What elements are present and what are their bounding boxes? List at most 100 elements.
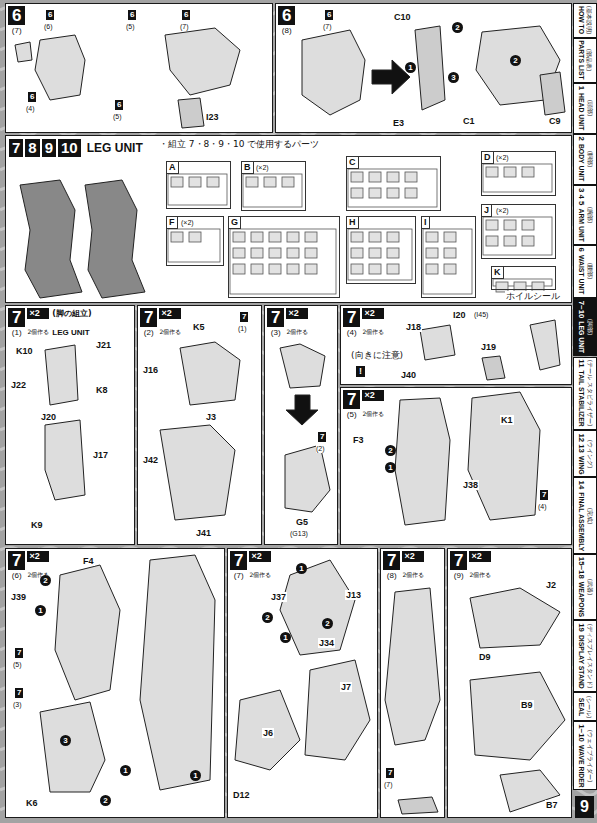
- step-ref: 6: [46, 10, 54, 20]
- part-callout: K8: [95, 385, 109, 395]
- part-callout: C1: [462, 116, 476, 126]
- part-callout: J19: [480, 342, 497, 352]
- part-callout: I23: [205, 112, 220, 122]
- step-panel: 7×2(8)2個作る: [380, 548, 445, 818]
- make-two-note: 2個作る: [249, 571, 271, 579]
- tab-text: (腰部): [586, 263, 593, 280]
- part-callout: J38: [462, 480, 479, 490]
- step-title: (脚の組立): [51, 308, 92, 319]
- parts-sheet: G: [228, 216, 340, 298]
- part-drawing: [302, 30, 365, 115]
- section-tab: (脚部)7~10LEG UNIT: [573, 298, 597, 357]
- panel-ground: [5, 548, 225, 818]
- part-drawing: [15, 42, 32, 62]
- part-callout: J3: [205, 412, 217, 422]
- repeat-count: ×2: [159, 308, 181, 319]
- part-drawing: [415, 26, 445, 110]
- make-two-note: 2個作る: [286, 328, 308, 336]
- step-number: 7: [140, 308, 157, 327]
- parts-sheet: F(×2): [166, 216, 224, 266]
- part-callout: K10: [15, 346, 34, 356]
- part-letter: B: [242, 162, 254, 174]
- substep-number: (7): [8, 26, 25, 36]
- substep-number: (8): [383, 571, 400, 581]
- runner-sheet: [493, 279, 552, 292]
- part-callout: J21: [95, 340, 112, 350]
- part-drawing: [540, 72, 565, 115]
- section-tab: (ウェイブライダー)1~10WAVE RIDER: [573, 721, 597, 790]
- parts-sheet: I: [421, 216, 476, 298]
- step-ref: 6: [325, 10, 333, 20]
- part-letter: A: [167, 162, 179, 174]
- part-drawing: [85, 180, 145, 298]
- tab-text: (武器): [586, 579, 593, 596]
- quantity: (×2): [496, 153, 509, 162]
- tab-text: (腕部): [586, 206, 593, 223]
- step-number: 8: [25, 139, 39, 157]
- parts-sheet: K: [491, 266, 556, 290]
- section-tab: (部品表)PARTS LIST: [573, 38, 597, 83]
- step-number: 9: [42, 139, 56, 157]
- tab-text: (部品表): [586, 49, 593, 72]
- part-letter: K: [492, 267, 504, 279]
- order-number: 1: [405, 62, 416, 73]
- order-number: 2: [385, 445, 396, 456]
- part-callout: J7: [340, 682, 352, 692]
- section-tab: (テール スタビライザー)11TAIL STABILIZER: [573, 357, 597, 431]
- tab-number: 6: [577, 248, 586, 252]
- parts-panel: 78910LEG UNITAB(×2)CD(×2)F(×2)GHIJ(×2)K: [5, 135, 572, 303]
- warning-icon: !: [356, 366, 365, 377]
- substep-ref: (4): [538, 502, 547, 511]
- runner-sheet: [483, 164, 552, 192]
- part-drawing: [20, 180, 82, 298]
- tab-text: (ウェイブライダー): [586, 729, 593, 782]
- order-number: 1: [280, 632, 291, 643]
- part-callout: K1: [500, 415, 514, 425]
- tab-text: HOW TO: [578, 6, 586, 34]
- part-drawing: [160, 425, 235, 520]
- repeat-count: ×2: [27, 308, 49, 319]
- part-drawing: [420, 325, 455, 360]
- part-callout: F4: [82, 556, 95, 566]
- step-ref: 7: [540, 490, 548, 500]
- step-panel: 7×2(3)2個作る: [264, 305, 338, 545]
- runner-sheet: [168, 229, 220, 262]
- step-number: 7: [230, 551, 247, 570]
- tab-number: 11: [577, 360, 586, 368]
- tab-number: 3 4 5: [577, 188, 586, 205]
- part-callout: K9: [30, 520, 44, 530]
- part-callout: J34: [318, 638, 335, 648]
- substep-ref: (7): [323, 22, 332, 31]
- make-two-note: 2個作る: [27, 571, 49, 579]
- substep-ref: (5): [13, 660, 22, 669]
- step-number: 6: [278, 6, 295, 25]
- make-two-note: 2個作る: [27, 328, 49, 336]
- section-tab: (シール)SEAL: [573, 692, 597, 721]
- part-drawing: [55, 565, 120, 700]
- part-drawing: [305, 660, 370, 760]
- order-number: 1: [296, 563, 307, 574]
- step-number: 7: [9, 139, 23, 157]
- note: ホイルシール: [505, 291, 561, 302]
- step-panel: 6 (7): [5, 3, 273, 133]
- part-drawing: [45, 420, 85, 500]
- section-tab: (頭部)1HEAD UNIT: [573, 83, 597, 134]
- tab-text: DISPLAY STAND: [577, 635, 585, 689]
- runner-sheet: [348, 169, 437, 207]
- tab-text: FINAL ASSEMBLY: [577, 492, 585, 551]
- tab-text: (完成): [586, 508, 593, 525]
- panel-ground: [5, 3, 273, 133]
- part-drawing: [395, 398, 450, 525]
- substep-number: (8): [278, 26, 295, 36]
- part-drawing: [45, 345, 78, 405]
- step-ref: 6: [128, 10, 136, 20]
- step-title: LEG UNIT: [51, 328, 92, 338]
- part-callout: J22: [10, 380, 27, 390]
- parts-sheet: B(×2): [241, 161, 306, 211]
- order-number: 1: [190, 770, 201, 781]
- part-drawing: [530, 320, 560, 370]
- section-tab: (腰部)6WAIST UNIT: [573, 245, 597, 298]
- tab-text: BODY UNIT: [577, 144, 585, 182]
- step-panel: 7×2(4)2個作る: [340, 305, 572, 385]
